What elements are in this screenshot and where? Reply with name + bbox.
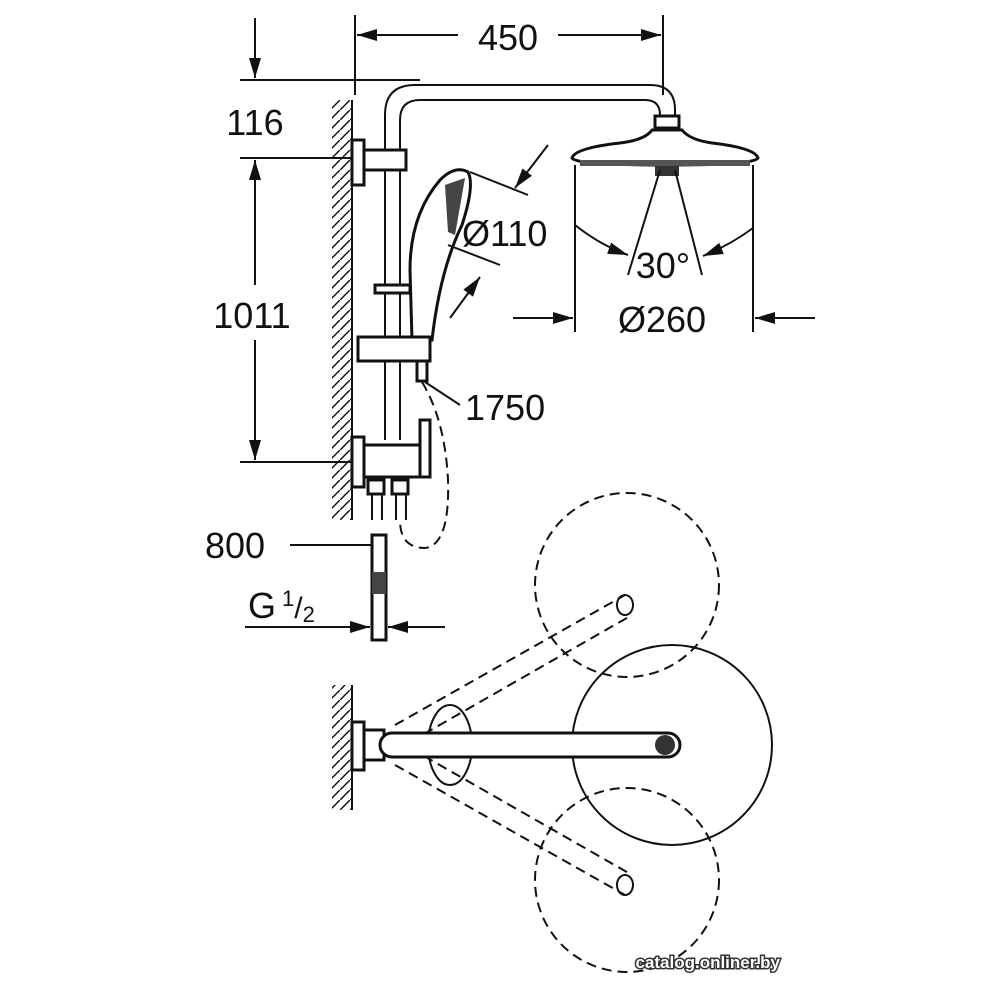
spray-angle-label: 30° [636,245,690,286]
top-offset-label: 116 [226,102,283,143]
hand-shower-diameter-label: Ø110 [462,213,547,254]
riser-pipe [350,84,676,440]
connection-height-label: 800 [205,525,265,566]
dimension-arm-length: 450 [354,15,664,95]
bottom-bracket [350,418,432,520]
wall-side-view [332,100,353,810]
rail-height-label: 1011 [213,295,290,336]
arm-length-label: 450 [478,17,538,58]
hand-shower: Ø110 1750 [356,144,549,550]
plan-view [350,492,773,973]
watermark: catalog.onliner.by [635,953,780,972]
hose-length-label: 1750 [465,387,545,428]
head-diameter-label: Ø260 [618,299,706,340]
dimension-vertical: 116 1011 [213,18,420,463]
head-shower: 30° Ø260 [513,114,815,340]
